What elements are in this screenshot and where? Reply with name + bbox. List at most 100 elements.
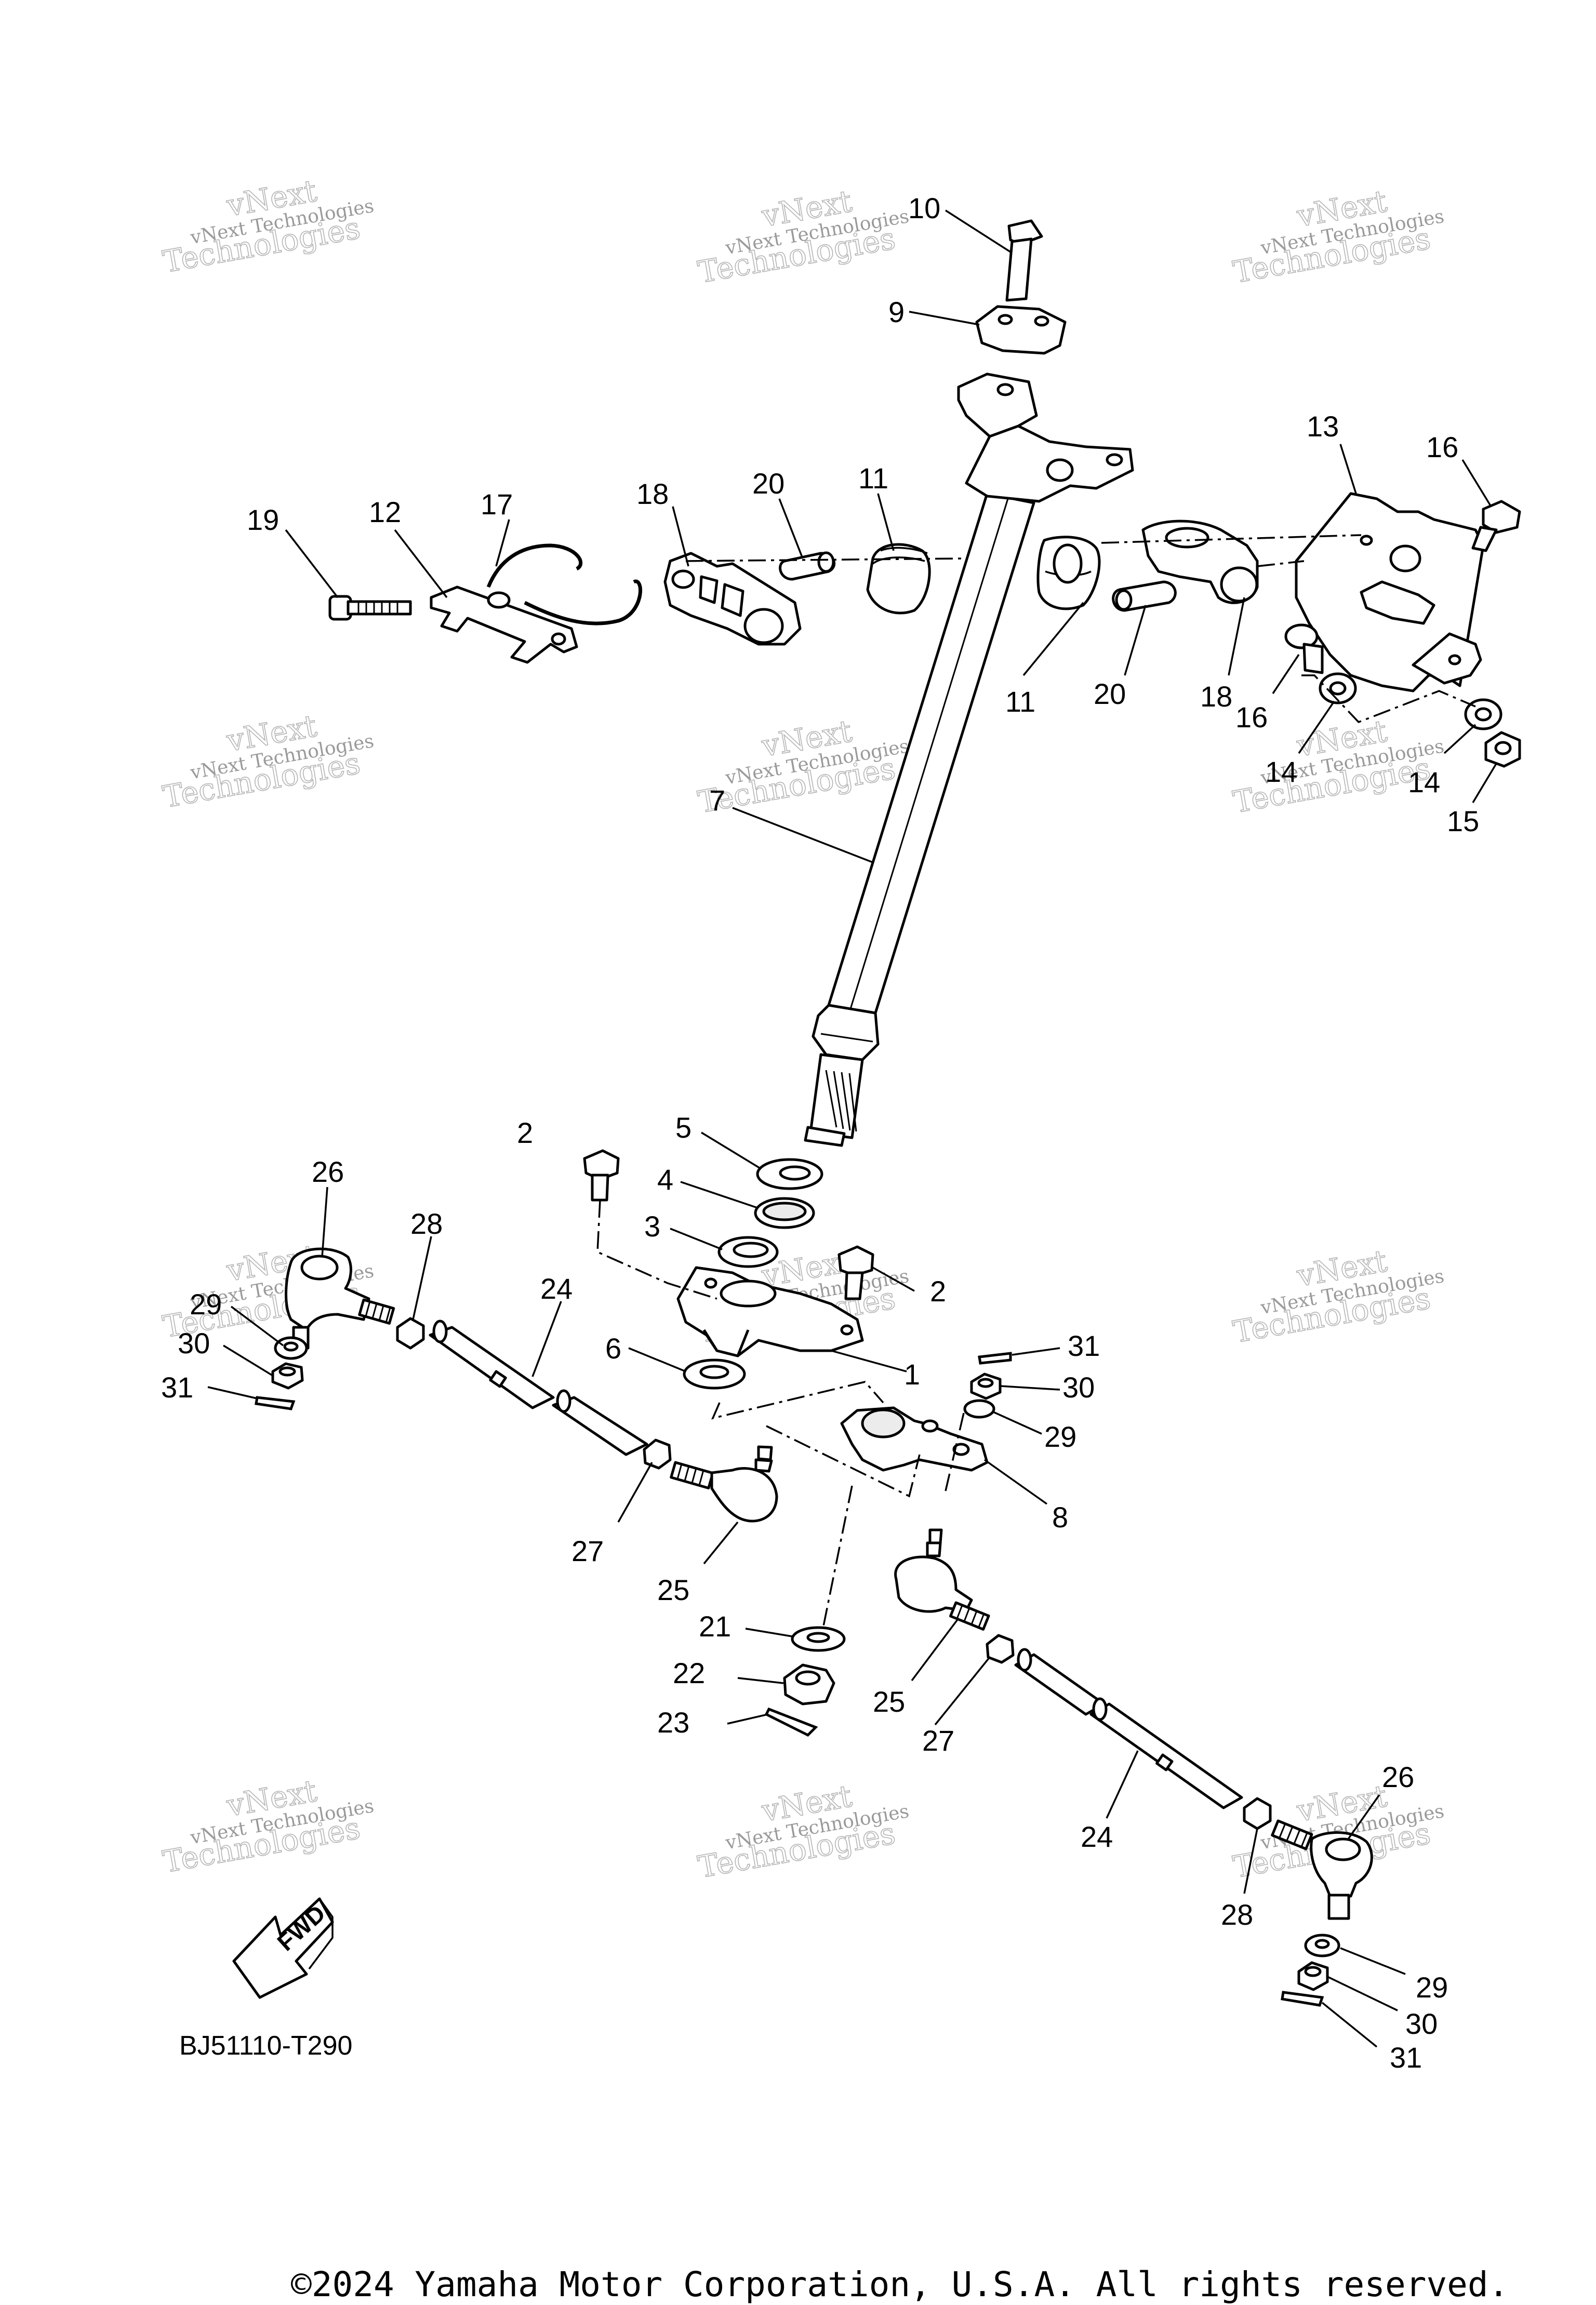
copyright-notice: ©2024 Yamaha Motor Corporation, U.S.A. A… — [291, 2264, 1509, 2304]
washer-14-left — [1319, 672, 1357, 704]
callout-21: 21 — [699, 1610, 731, 1643]
callout-14: 14 — [1408, 766, 1440, 798]
clamp-cap-9 — [975, 305, 1067, 355]
callout-17: 17 — [481, 488, 513, 521]
callout-7: 7 — [709, 784, 725, 817]
callout-3: 3 — [644, 1210, 660, 1243]
collar-20-left — [779, 551, 836, 581]
callout-31: 31 — [161, 1371, 193, 1404]
callout-12: 12 — [369, 496, 401, 528]
tie-rod-end-26-right — [1271, 1819, 1373, 1920]
seal-6 — [683, 1358, 746, 1390]
callout-11: 11 — [1005, 685, 1035, 718]
bearing-4 — [754, 1197, 815, 1229]
callout-16: 16 — [1235, 701, 1268, 734]
cotter-pin-31-right-bottom — [1281, 1991, 1324, 2007]
fwd-arrow-icon: FWD — [232, 1897, 334, 1999]
callout-4: 4 — [657, 1163, 673, 1196]
callout-30: 30 — [178, 1327, 210, 1360]
cotter-pin-31-left — [255, 1396, 296, 1410]
callout-16: 16 — [1426, 431, 1458, 463]
spring-clip-17 — [486, 543, 642, 625]
callout-5: 5 — [675, 1111, 691, 1144]
bolt-2-left — [583, 1149, 620, 1202]
pitman-arm-8 — [840, 1406, 989, 1472]
washer-29-right-bottom — [1304, 1934, 1340, 1957]
assembly-lines — [596, 534, 1476, 1627]
bolt-16-top — [1471, 500, 1521, 552]
callout-6: 6 — [605, 1332, 621, 1365]
callout-25: 25 — [657, 1574, 689, 1606]
callout-9: 9 — [888, 296, 905, 328]
callout-27: 27 — [922, 1724, 954, 1757]
callout-18: 18 — [636, 477, 669, 510]
callout-29: 29 — [1416, 1971, 1448, 2004]
cotter-pin-31-right-top — [978, 1352, 1012, 1365]
callout-26: 26 — [312, 1155, 344, 1188]
washer-29-right-top — [963, 1399, 995, 1419]
callout-13: 13 — [1307, 410, 1339, 443]
nut-30-right-top — [970, 1373, 1002, 1400]
nut-28-right — [1243, 1797, 1272, 1830]
callout-1: 1 — [904, 1358, 920, 1391]
callout-29: 29 — [1044, 1420, 1076, 1453]
callout-22: 22 — [673, 1657, 705, 1689]
nut-27-left — [643, 1438, 672, 1470]
callout-20: 20 — [752, 467, 784, 500]
bolt-19 — [328, 595, 412, 621]
bushing-holder-18-left — [663, 552, 802, 646]
bolt-10 — [1005, 219, 1043, 302]
callout-25: 25 — [873, 1685, 905, 1718]
callout-labels: 10 9 13 16 19 12 17 18 20 11 11 20 18 16… — [161, 192, 1479, 2074]
washer-21 — [791, 1626, 846, 1652]
callout-31: 31 — [1068, 1329, 1100, 1362]
callout-26: 26 — [1382, 1761, 1414, 1793]
nut-22 — [783, 1663, 835, 1706]
nut-27-right — [986, 1634, 1015, 1664]
bracket-13 — [1295, 492, 1485, 692]
callout-30: 30 — [1062, 1371, 1095, 1404]
callout-18: 18 — [1200, 680, 1232, 713]
callout-15: 15 — [1447, 805, 1479, 837]
nut-30-left — [271, 1362, 304, 1390]
steering-shaft — [804, 372, 1134, 1147]
callout-28: 28 — [1221, 1898, 1253, 1931]
tie-rod-end-26-left — [285, 1247, 395, 1350]
bushing-11-left — [866, 543, 931, 615]
callout-30: 30 — [1405, 2007, 1438, 2040]
callout-23: 23 — [657, 1706, 689, 1739]
nut-15 — [1484, 731, 1521, 768]
leader-lines — [207, 209, 1497, 2048]
collar-20-right — [1112, 580, 1177, 612]
callout-10: 10 — [908, 192, 940, 224]
nut-28-left — [396, 1317, 425, 1350]
seal-5 — [756, 1158, 823, 1190]
bolt-16-bottom — [1284, 623, 1324, 674]
washer-14-right — [1464, 698, 1502, 730]
tie-rod-24-left — [429, 1320, 648, 1456]
callout-29: 29 — [190, 1288, 222, 1321]
tie-rod-24-right — [1014, 1648, 1243, 1809]
callout-11: 11 — [858, 462, 888, 495]
bushing-11-right — [1036, 536, 1101, 610]
callout-19: 19 — [247, 503, 279, 536]
ring-3 — [717, 1236, 779, 1268]
bolt-2-right — [837, 1245, 874, 1300]
callout-8: 8 — [1052, 1501, 1068, 1534]
callout-28: 28 — [410, 1207, 443, 1240]
nut-30-right-bottom — [1297, 1961, 1329, 1991]
tie-rod-end-25-right — [894, 1528, 990, 1631]
callout-14: 14 — [1265, 755, 1297, 788]
cotter-pin-23 — [764, 1707, 818, 1737]
callout-2: 2 — [930, 1275, 946, 1308]
diagram-code: BJ51110-T290 — [179, 2031, 352, 2061]
callout-24: 24 — [1081, 1820, 1113, 1853]
